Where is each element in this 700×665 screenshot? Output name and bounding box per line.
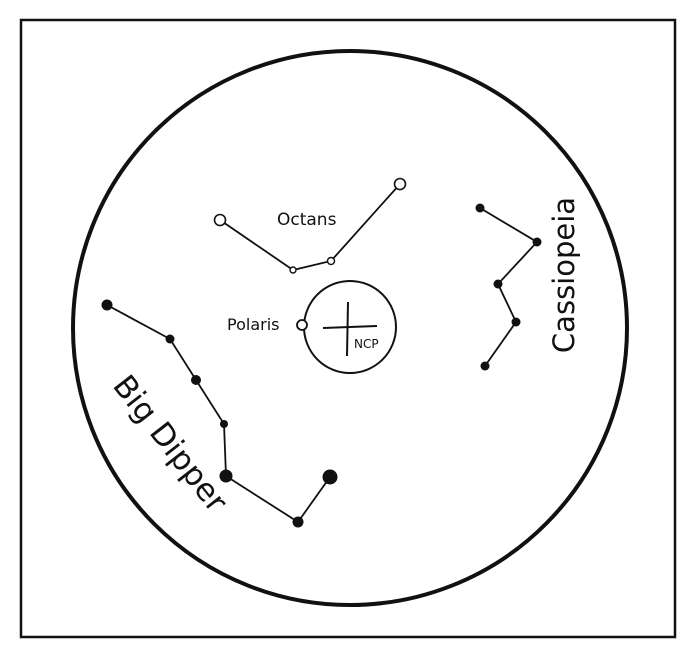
cassiopeia-label: Cassiopeia [547, 197, 581, 353]
big-dipper-star [165, 334, 175, 344]
octans-lines [219, 183, 401, 271]
big-dipper-star [101, 299, 113, 311]
octans-star [326, 256, 336, 266]
octans-star [213, 213, 227, 227]
sky-circle [71, 49, 629, 607]
big-dipper-label: Big Dipper [105, 369, 234, 520]
polaris-label: Polaris [227, 315, 279, 334]
constellation-big-dipper: Big Dipper [101, 299, 338, 528]
big-dipper-star [191, 375, 201, 385]
cassiopeia-star [480, 361, 490, 371]
octans-label: Octans [277, 210, 337, 230]
big-dipper-star [219, 469, 233, 483]
ncp-label: NCP [354, 337, 379, 351]
ncp-cross-v [346, 301, 349, 357]
cassiopeia-star [493, 279, 503, 289]
big-dipper-star [220, 420, 228, 428]
big-dipper-star [292, 516, 304, 528]
octans-star [393, 177, 407, 191]
chart-frame [19, 18, 677, 639]
cassiopeia-lines [479, 207, 539, 367]
big-dipper-star [322, 469, 338, 485]
constellation-octans: Octans [213, 177, 407, 274]
ncp-cross-h [322, 325, 378, 329]
cassiopeia-star [511, 317, 521, 327]
ncp-marker: NCP [303, 280, 397, 374]
octans-star [289, 266, 297, 274]
constellation-cassiopeia: Cassiopeia [475, 197, 581, 371]
cassiopeia-star [475, 203, 485, 213]
cassiopeia-star [532, 237, 542, 247]
polaris-star [296, 319, 308, 331]
polaris: Polaris [227, 315, 308, 334]
